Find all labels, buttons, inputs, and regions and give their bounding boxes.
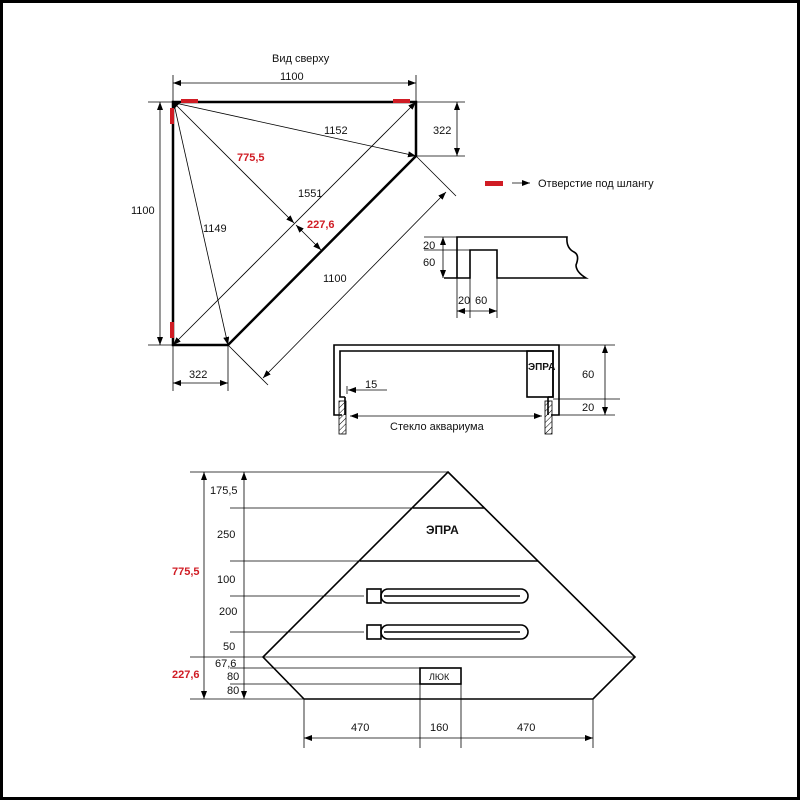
section-dim-60: 60 xyxy=(582,369,594,381)
profile-dim-v1: 20 xyxy=(423,240,435,252)
profile-detail: 20 60 20 60 xyxy=(423,236,589,318)
dim-left-1: 250 xyxy=(217,529,235,541)
profile-dim-h2: 60 xyxy=(475,295,487,307)
section-dim-20: 20 xyxy=(582,402,594,414)
dim-bottom-1: 160 xyxy=(430,722,448,734)
hose-hole xyxy=(170,322,174,338)
section-dim-15: 15 xyxy=(365,379,377,391)
section-ballast-label: ЭПРА xyxy=(528,362,555,373)
section-outer xyxy=(333,344,560,416)
dim-227-red-bottom: 227,6 xyxy=(172,669,200,681)
dim-line-1149 xyxy=(173,103,230,346)
dim-left-4: 50 xyxy=(223,641,235,653)
dim-left-5: 67,6 xyxy=(215,658,236,670)
ballast-label: ЭПРА xyxy=(426,523,459,537)
glass-left xyxy=(338,400,347,435)
dim-left-2: 100 xyxy=(217,574,235,586)
dim-left-0: 175,5 xyxy=(210,485,238,497)
top-view-title: Вид сверху xyxy=(272,53,330,65)
top-view: Вид сверху 1100 1100 322 322 1551 1152 1… xyxy=(131,53,465,391)
hose-hole xyxy=(170,108,174,124)
dim-line-775 xyxy=(174,103,295,224)
hose-hole xyxy=(393,99,410,103)
dim-1551: 1551 xyxy=(298,188,322,200)
dim-left-7: 80 xyxy=(227,685,239,697)
glass-right xyxy=(544,400,553,435)
dim-227-red: 227,6 xyxy=(307,219,335,231)
hose-hole xyxy=(181,99,198,103)
dim-1149: 1149 xyxy=(203,223,227,235)
bottom-view-outline xyxy=(261,470,637,700)
legend: Отверстие под шлангу xyxy=(485,178,654,190)
hatch-label: ЛЮК xyxy=(429,672,450,682)
dim-right: 322 xyxy=(433,125,451,137)
dim-775-red: 775,5 xyxy=(237,152,265,164)
dim-line-1152 xyxy=(174,102,417,158)
dim-bottom-0: 470 xyxy=(351,722,369,734)
dim-775-red-bottom: 775,5 xyxy=(172,566,200,578)
legend-label: Отверстие под шлангу xyxy=(538,178,654,190)
lamp-tube xyxy=(366,588,529,604)
bottom-view: ЭПРА ЛЮК 775,5 227,6 175,5 250 100 200 5… xyxy=(172,470,637,748)
dim-front: 1100 xyxy=(323,273,347,285)
profile-dim-v2: 60 xyxy=(423,257,435,269)
section-ballast-box xyxy=(526,350,554,398)
lamp-tube xyxy=(366,624,529,640)
dim-top: 1100 xyxy=(280,71,304,83)
profile-dim-h1: 20 xyxy=(458,295,470,307)
cross-section: ЭПРА 15 Стекло аквариума 60 20 xyxy=(333,344,620,435)
dim-left-3: 200 xyxy=(219,606,237,618)
legend-swatch xyxy=(485,181,503,186)
dim-left: 1100 xyxy=(131,205,155,217)
dim-1152: 1152 xyxy=(324,125,348,137)
hatch-box xyxy=(419,667,462,685)
dim-left-6: 80 xyxy=(227,671,239,683)
glass-label: Стекло аквариума xyxy=(390,421,485,433)
dim-bottom: 322 xyxy=(189,369,207,381)
dim-bottom-2: 470 xyxy=(517,722,535,734)
profile-outline xyxy=(444,236,589,279)
dim-line-front xyxy=(262,191,447,379)
